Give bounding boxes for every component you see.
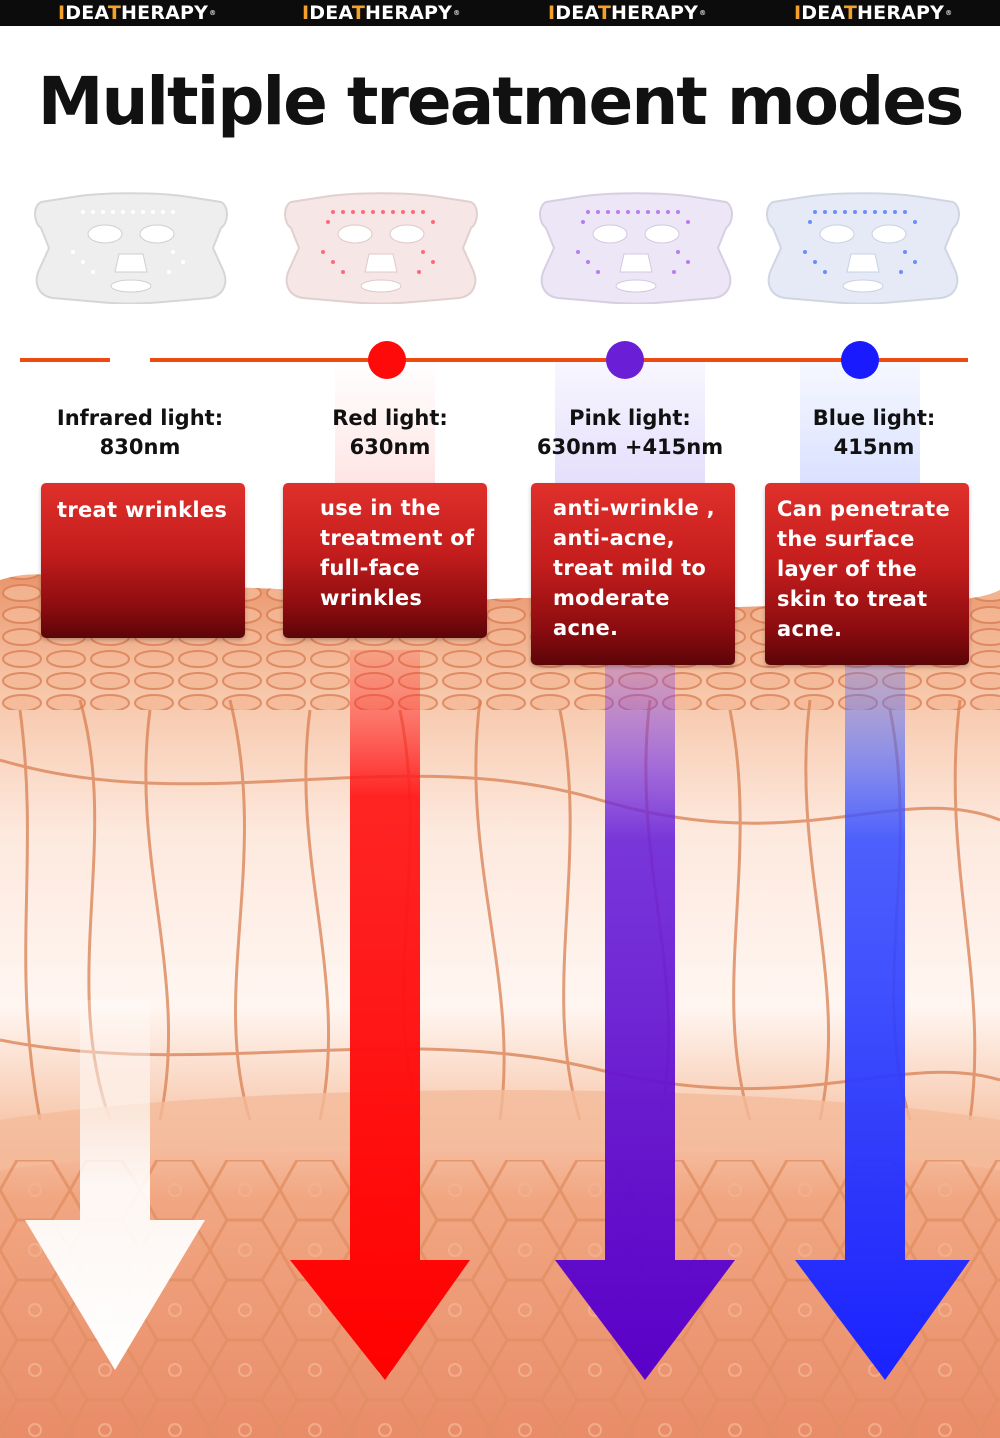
infrared-arrow	[25, 1000, 205, 1370]
mode-card-pink: anti-wrinkle , anti-acne, treat mild to …	[531, 483, 735, 665]
mask-blue	[766, 192, 960, 304]
mode-card-red: use in the treatment of full-face wrinkl…	[283, 483, 487, 638]
red-arrow	[290, 650, 470, 1380]
red-dot	[368, 341, 406, 379]
blue-arrow	[795, 660, 970, 1380]
mode-label-red: Red light:630nm	[332, 406, 448, 459]
skin-illustration	[0, 574, 1000, 1438]
mode-label-pink: Pink light:630nm +415nm	[536, 406, 724, 459]
mask-infrared	[34, 192, 228, 304]
wavelength-timeline	[20, 341, 968, 379]
brand-logo: IDEATHERAPY®	[302, 2, 461, 24]
mask-pink	[539, 192, 733, 304]
brand-logo: IDEATHERAPY®	[58, 2, 217, 24]
mode-card-blue: Can penetrate the surface layer of the s…	[765, 483, 969, 665]
mode-card-infrared: treat wrinkles	[41, 483, 245, 638]
pink-arrow	[555, 660, 735, 1380]
mode-label-blue: Blue light:415nm	[812, 406, 936, 459]
pink-dot	[606, 341, 644, 379]
page-title: Multiple treatment modes	[37, 63, 964, 140]
mask-red	[284, 192, 478, 304]
brand-bar: IDEATHERAPY® IDEATHERAPY® IDEATHERAPY® I…	[0, 0, 1000, 26]
brand-logo: IDEATHERAPY®	[548, 2, 707, 24]
mode-label-infrared: Infrared light:830nm	[56, 406, 224, 459]
blue-dot	[841, 341, 879, 379]
brand-logo: IDEATHERAPY®	[794, 2, 953, 24]
